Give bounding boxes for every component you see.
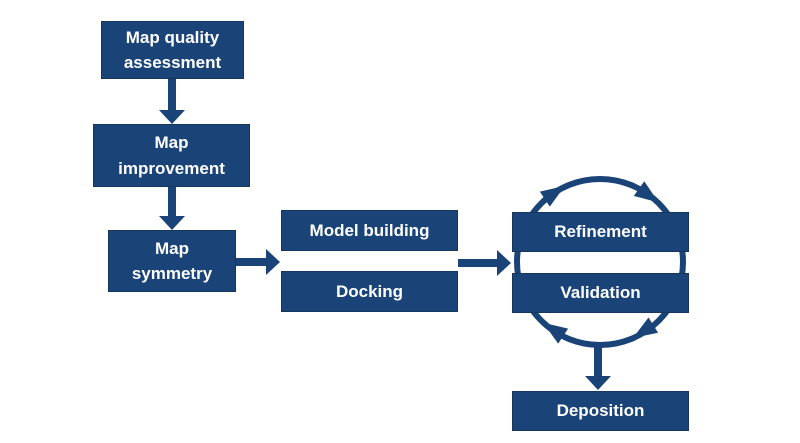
refinement-validation-cycle-circle <box>514 176 686 348</box>
model-building-label: Model building <box>309 220 430 240</box>
map-improvement-label: Map improvement <box>118 133 225 178</box>
arrow-modelbuilding-to-refinement <box>458 250 511 276</box>
arrowhead-down-icon <box>159 216 185 230</box>
cycle-arrowhead-top-left-icon <box>539 185 565 207</box>
arrowhead-down-icon <box>159 110 185 124</box>
validation-box: Validation <box>512 273 689 313</box>
map-quality-assessment-box: Map quality assessment <box>101 21 244 79</box>
model-building-box: Model building <box>281 210 458 251</box>
arrowhead-right-icon <box>497 250 511 276</box>
deposition-label: Deposition <box>556 401 645 421</box>
cycle-arrowhead-bottom-right-icon <box>632 317 659 338</box>
docking-label: Docking <box>335 281 404 301</box>
map-symmetry-box: Map symmetry <box>108 230 236 292</box>
arrow-quality-to-improvement <box>159 79 185 124</box>
arrowhead-down-icon <box>585 376 611 390</box>
refinement-box: Refinement <box>512 212 689 252</box>
cycle-arrowhead-top-right-icon <box>633 181 659 203</box>
validation-label: Validation <box>560 283 641 303</box>
arrowhead-right-icon <box>266 249 280 275</box>
arrow-validation-to-deposition <box>585 344 611 390</box>
refinement-label: Refinement <box>554 222 647 242</box>
map-improvement-box: Map improvement <box>93 124 250 187</box>
map-quality-assessment-label: Map quality assessment <box>123 27 222 73</box>
cycle-arrowhead-bottom-left-icon <box>543 322 569 344</box>
map-symmetry-label: Map symmetry <box>131 238 213 284</box>
deposition-box: Deposition <box>512 391 689 431</box>
arrow-improvement-to-symmetry <box>159 187 185 230</box>
arrow-symmetry-to-modelbuilding <box>236 249 280 275</box>
docking-box: Docking <box>281 271 458 312</box>
